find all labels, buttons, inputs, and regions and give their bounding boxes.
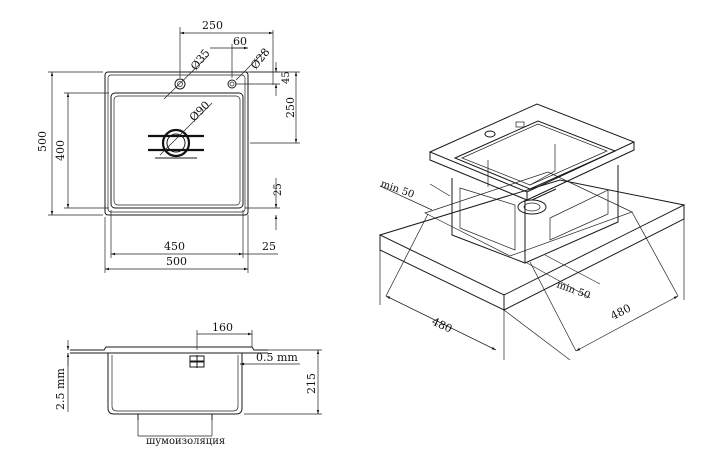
- sink-outer-outline: [104, 71, 249, 216]
- bowl-inner-outline: [113, 95, 241, 206]
- top-view: 250 60 Ø35 Ø28 Ø90 45 250 25 500: [36, 19, 300, 273]
- dim-25-right: 25: [273, 183, 284, 196]
- dim-d28: Ø28: [248, 46, 272, 72]
- tap-hole-d35-inner: [177, 81, 183, 87]
- tap-hole-d35: [174, 78, 186, 90]
- dim-480-left: 480: [430, 315, 455, 336]
- dim-500-bottom: 500: [166, 255, 187, 268]
- dim-450: 450: [164, 240, 185, 253]
- dim-60: 60: [233, 35, 247, 48]
- min50-lower: min 50: [555, 279, 592, 301]
- dim-250-top: 250: [202, 19, 223, 32]
- drain-inner: [166, 133, 186, 153]
- sink-top: [428, 103, 636, 193]
- dim-2-5mm: 2.5 mm: [54, 368, 67, 410]
- sink-rim-line: [107, 74, 246, 213]
- dim-480-right: 480: [608, 302, 633, 323]
- dim-250-right: 250: [284, 97, 297, 118]
- bowl-outline: [110, 92, 244, 209]
- dim-25-bottom: 25: [262, 240, 276, 253]
- dim-500-left: 500: [36, 131, 49, 152]
- dim-45: 45: [281, 71, 292, 84]
- tap-hole-d28: [227, 79, 237, 89]
- tap-hole-d28-inner: [229, 81, 235, 87]
- dim-d90: Ø90: [187, 99, 212, 124]
- section-view: 160 0.5 mm 215 2.5 mm шумоизоляция: [54, 321, 322, 447]
- dim-215: 215: [305, 373, 318, 394]
- isometric-view: 480 480 min 50 min 50: [378, 103, 686, 361]
- min50-upper: min 50: [379, 178, 416, 200]
- insulation-note: шумоизоляция: [146, 436, 225, 447]
- dim-0-5mm: 0.5 mm: [256, 351, 298, 364]
- dim-d35: Ø35: [188, 47, 212, 73]
- drain-outer: [161, 128, 191, 158]
- dim-160: 160: [212, 321, 233, 334]
- dim-400-left: 400: [54, 140, 67, 161]
